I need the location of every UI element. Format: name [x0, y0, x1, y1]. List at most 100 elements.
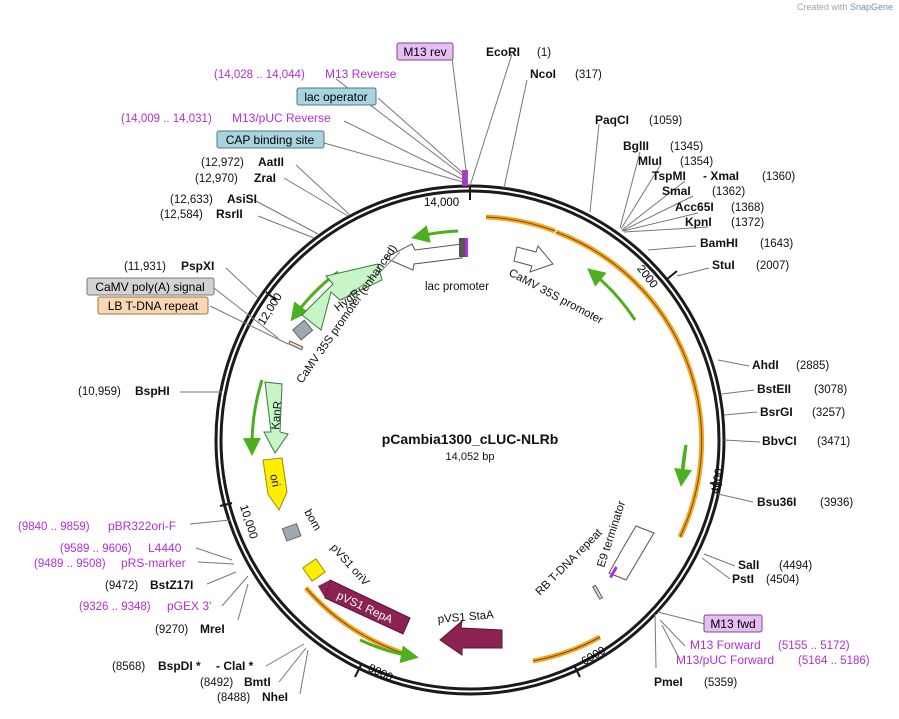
feature-ori[interactable]: ori — [267, 473, 281, 488]
site-pspxi[interactable]: PspXI — [181, 259, 214, 273]
feature-pvs1-staa[interactable]: pVS1 StaA — [437, 609, 494, 626]
primer-m13puc-forward[interactable]: M13/pUC Forward — [676, 653, 774, 667]
lac-operator-shape — [459, 238, 468, 257]
site-zrai[interactable]: ZraI — [254, 171, 276, 185]
site-bsu36i[interactable]: Bsu36I — [757, 495, 796, 509]
site-pspxi-pos: (11,931) — [124, 261, 166, 273]
site-psti[interactable]: PstI — [732, 572, 754, 586]
site-mrei[interactable]: MreI — [200, 622, 225, 636]
primer-m13-forward[interactable]: M13 Forward — [690, 638, 761, 652]
primer-l4440-pos: (9589 .. 9606) — [60, 543, 132, 555]
primer-pbr322ori-f-pos: (9840 .. 9859) — [18, 521, 90, 533]
site-pmei[interactable]: PmeI — [654, 675, 683, 689]
site-bstz17i[interactable]: BstZ17I — [150, 578, 193, 592]
site-bsrgi[interactable]: BsrGI — [760, 405, 793, 419]
site-bsu36i-pos: (3936) — [820, 497, 853, 509]
lb-box[interactable] — [97, 296, 209, 315]
primer-m13-reverse[interactable]: M13 Reverse — [325, 67, 397, 81]
primer-prs-marker[interactable]: pRS-marker — [121, 556, 186, 570]
sites-right[interactable]: EcoRI (1) NcoI (317) PaqCI (1059) BglII … — [486, 45, 853, 689]
primer-m13puc-reverse[interactable]: M13/pUC Reverse — [232, 111, 331, 125]
arc-cluc — [555, 229, 705, 539]
arc-green-camv — [587, 268, 637, 321]
site-asisi[interactable]: AsiSI — [227, 192, 257, 206]
site-bsrgi-pos: (3257) — [812, 407, 845, 419]
sites-left[interactable]: (12,972) AatII (12,970) ZraI (12,633) As… — [78, 155, 288, 704]
site-aatii[interactable]: AatII — [258, 155, 284, 169]
primer-pbr322ori-f[interactable]: pBR322ori-F — [108, 519, 176, 533]
site-tspmi[interactable]: TspMI — [652, 169, 686, 183]
staa-arrow-shape — [439, 619, 503, 656]
site-mrei-pos: (9270) — [155, 624, 188, 636]
site-xmai[interactable]: - XmaI — [703, 169, 739, 183]
tick-marks — [219, 186, 723, 678]
tick-4000: 4000 — [710, 467, 726, 494]
feature-camv35s-promoter[interactable]: CaMV 35S promoter — [507, 267, 605, 327]
site-bamhi[interactable]: BamHI — [700, 236, 738, 250]
cap-site-box[interactable] — [216, 130, 325, 149]
primer-labels[interactable]: (14,028 .. 14,044) M13 Reverse (14,009 .… — [18, 67, 870, 667]
site-bspdi[interactable]: BspDI * — [158, 659, 201, 673]
site-mlui[interactable]: MluI — [638, 154, 662, 168]
feature-kanr[interactable]: KanR — [270, 401, 284, 431]
site-bsteii[interactable]: BstEII — [757, 382, 791, 396]
site-ncoi-pos: (317) — [575, 69, 602, 81]
box-labels[interactable]: M13 rev lac operator CAP binding site Ca… — [86, 42, 763, 633]
site-bmti[interactable]: BmtI — [244, 675, 271, 689]
site-smai[interactable]: SmaI — [662, 184, 691, 198]
oriv-shape — [302, 558, 326, 582]
lac-operator-box[interactable] — [296, 87, 377, 106]
site-bbvci[interactable]: BbvCI — [762, 434, 797, 448]
site-kpni-pos: (1372) — [731, 217, 764, 229]
primer-l4440[interactable]: L4440 — [148, 541, 182, 555]
site-stui-pos: (2007) — [756, 260, 789, 272]
site-rsrii[interactable]: RsrII — [216, 207, 243, 221]
site-bglii-pos: (1345) — [670, 141, 703, 153]
e9-arrow-shape — [608, 525, 655, 581]
site-bbvci-pos: (3471) — [817, 436, 850, 448]
m13-rev-primer-shape — [465, 238, 468, 257]
m13-rev-box[interactable] — [396, 42, 454, 61]
cds-arcs — [304, 214, 705, 664]
site-kpni[interactable]: KpnI — [685, 215, 712, 229]
kanr-arrow-shape — [263, 381, 289, 454]
primer-m13-reverse-pos: (14,028 .. 14,044) — [214, 69, 305, 81]
feature-shapes — [262, 170, 655, 656]
site-bsphi[interactable]: BspHI — [135, 384, 170, 398]
m13-fwd-box[interactable] — [703, 614, 763, 633]
plasmid-size: 14,052 bp — [446, 451, 495, 463]
primer-pgex3[interactable]: pGEX 3' — [167, 599, 211, 613]
feature-bom[interactable]: bom — [301, 508, 323, 533]
primer-m13-forward-pos: (5155 .. 5172) — [778, 640, 850, 652]
site-acc65i[interactable]: Acc65I — [675, 200, 714, 214]
camv35s-arrow-shape — [513, 244, 554, 273]
arc-camv-upper-core — [485, 216, 556, 232]
arc-green-kanr — [242, 379, 264, 456]
site-ncoi[interactable]: NcoI — [530, 67, 556, 81]
bom-shape — [281, 522, 302, 542]
arc-green-top — [411, 225, 459, 243]
arc-green-bottom — [359, 638, 419, 664]
site-bstz17i-pos: (9472) — [105, 580, 138, 592]
site-bglii[interactable]: BglII — [623, 139, 649, 153]
site-ahdi-pos: (2885) — [796, 360, 829, 372]
site-sali[interactable]: SalI — [738, 558, 759, 572]
site-clai[interactable]: - ClaI * — [216, 659, 254, 673]
tick-14000: 14,000 — [424, 197, 459, 209]
site-asisi-pos: (12,633) — [170, 194, 213, 206]
site-paqci[interactable]: PaqCI — [595, 113, 629, 127]
feature-lac-promoter[interactable]: lac promoter — [425, 281, 489, 293]
rb-shape — [592, 584, 604, 600]
polya-box[interactable] — [86, 277, 215, 296]
primer-prs-marker-pos: (9489 .. 9508) — [34, 558, 106, 570]
primer-m13puc-forward-pos: (5164 .. 5186) — [798, 655, 870, 667]
site-ecori[interactable]: EcoRI — [486, 45, 520, 59]
lb-label: LB T-DNA repeat — [108, 299, 199, 313]
site-ahdi[interactable]: AhdI — [752, 358, 779, 372]
m13-rev-top — [462, 170, 468, 186]
site-smai-pos: (1362) — [712, 186, 745, 198]
polya-label: CaMV poly(A) signal — [95, 280, 204, 294]
site-nhei[interactable]: NheI — [262, 690, 288, 704]
site-stui[interactable]: StuI — [712, 258, 735, 272]
